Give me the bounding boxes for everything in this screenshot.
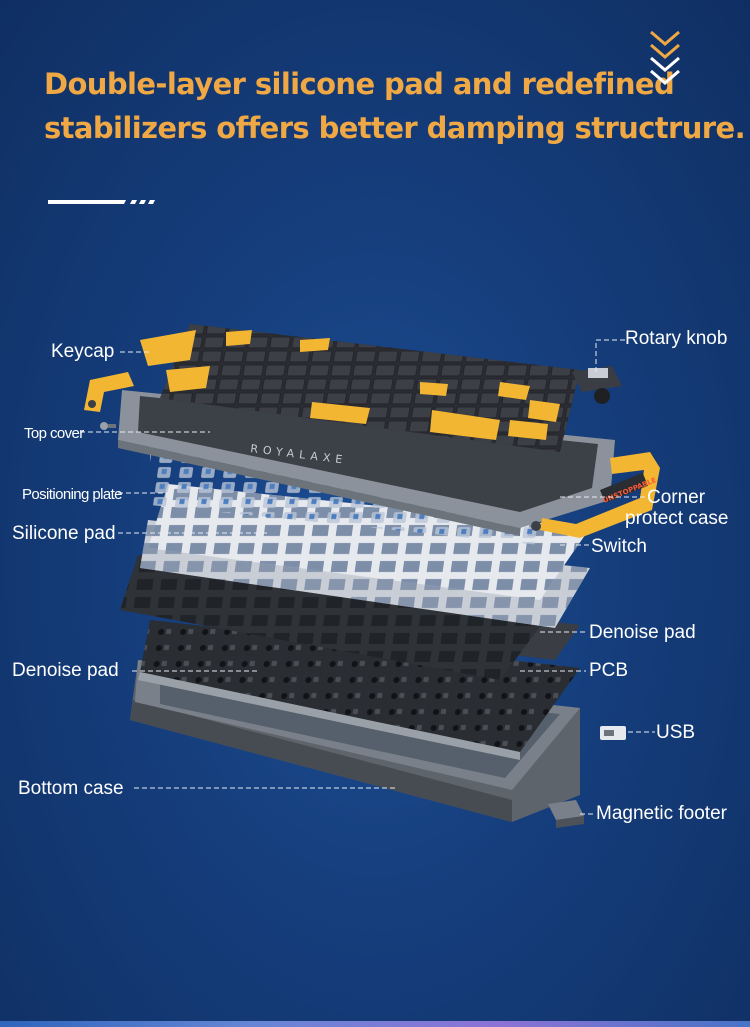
label-denoise-pad-right: Denoise pad (589, 622, 696, 643)
label-pcb: PCB (589, 660, 629, 681)
label-rotary-knob: Rotary knob (625, 328, 728, 349)
chevron-down-icon (650, 30, 680, 85)
label-corner-line-2: protect case (625, 508, 729, 529)
label-corner-protect-case: Corner protect case (625, 487, 729, 529)
headline: Double-layer silicone pad and redefined … (44, 62, 746, 150)
bottom-glow-strip (0, 1021, 750, 1027)
keycap-layer (140, 324, 580, 452)
label-silicone-pad: Silicone pad (12, 523, 116, 544)
label-top-cover: Top cover (24, 425, 84, 442)
headline-line-1: Double-layer silicone pad and redefined (44, 67, 675, 101)
headline-line-2: stabilizers offers better damping struct… (44, 111, 746, 145)
top-cover: ROYALAXE (118, 390, 615, 536)
decorative-underline (48, 200, 155, 204)
label-corner-line-1: Corner (647, 487, 706, 508)
leader-lines (80, 339, 655, 815)
label-keycap: Keycap (51, 341, 115, 362)
label-switch: Switch (591, 536, 647, 557)
usb-receiver (600, 726, 626, 740)
rotary-knob (572, 366, 622, 404)
screw (100, 422, 116, 430)
label-usb: USB (656, 722, 696, 743)
label-bottom-case: Bottom case (18, 778, 124, 799)
denoise-pad-upper (120, 555, 560, 680)
label-denoise-pad-left: Denoise pad (12, 660, 119, 681)
label-positioning-plate: Positioning plate (22, 486, 122, 503)
label-magnetic-footer: Magnetic footer (596, 803, 727, 824)
magnetic-footer (548, 800, 584, 828)
pcb (138, 620, 580, 760)
